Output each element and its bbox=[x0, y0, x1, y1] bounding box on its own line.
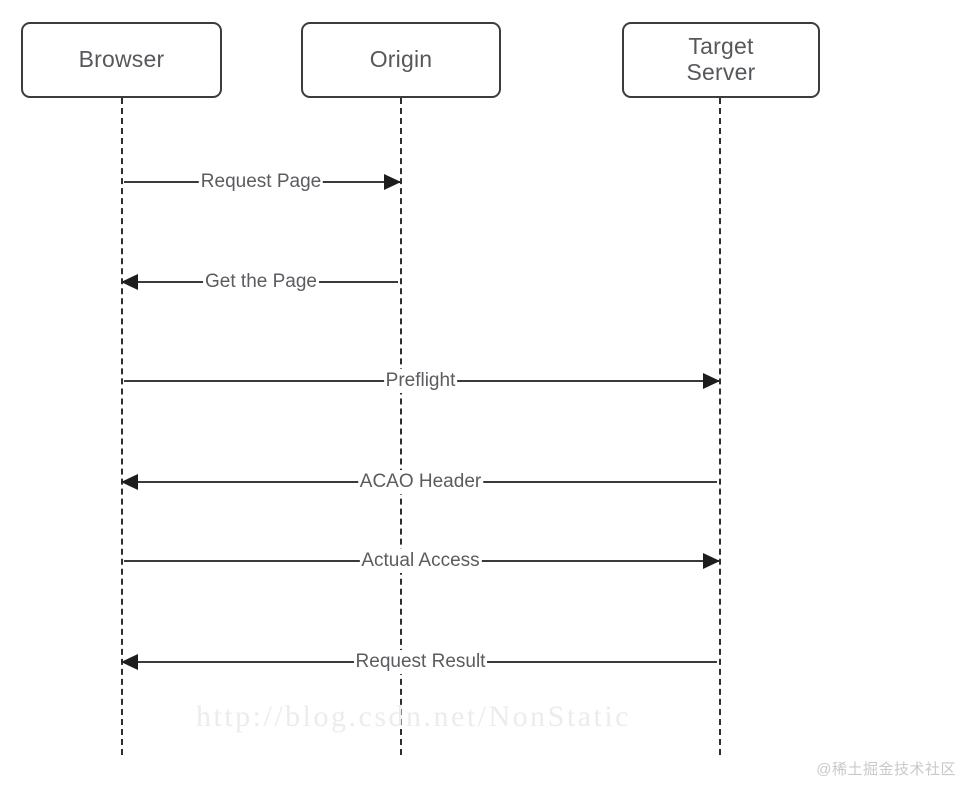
message-preflight: Preflight bbox=[122, 369, 720, 393]
participant-box-target-server: Target Server bbox=[622, 22, 820, 98]
message-label-get-the-page: Get the Page bbox=[203, 270, 319, 294]
participant-label-browser: Browser bbox=[78, 46, 165, 73]
message-acao-header: ACAO Header bbox=[121, 470, 719, 494]
arrowhead-left-icon bbox=[121, 474, 138, 490]
lifeline-origin bbox=[400, 98, 402, 755]
message-request-page: Request Page bbox=[122, 170, 401, 194]
message-request-result: Request Result bbox=[121, 650, 719, 674]
lifeline-target-server bbox=[719, 98, 721, 755]
message-label-actual-access: Actual Access bbox=[359, 549, 482, 573]
arrowhead-left-icon bbox=[121, 274, 138, 290]
message-actual-access: Actual Access bbox=[122, 549, 720, 573]
community-watermark: @稀土掘金技术社区 bbox=[816, 761, 956, 778]
message-get-the-page: Get the Page bbox=[121, 270, 400, 294]
participant-label-target-server: Target Server bbox=[686, 33, 756, 85]
message-label-preflight: Preflight bbox=[383, 369, 458, 393]
url-watermark: http://blog.csdn.net/NonStatic bbox=[196, 700, 631, 733]
message-label-request-result: Request Result bbox=[353, 650, 488, 674]
message-label-acao-header: ACAO Header bbox=[357, 470, 484, 494]
message-label-request-page: Request Page bbox=[198, 170, 324, 194]
participant-box-browser: Browser bbox=[21, 22, 222, 98]
participant-box-origin: Origin bbox=[301, 22, 501, 98]
lifeline-browser bbox=[121, 98, 123, 755]
participant-label-origin: Origin bbox=[369, 46, 433, 73]
arrowhead-left-icon bbox=[121, 654, 138, 670]
arrowhead-right-icon bbox=[703, 553, 720, 569]
arrowhead-right-icon bbox=[384, 174, 401, 190]
arrowhead-right-icon bbox=[703, 373, 720, 389]
